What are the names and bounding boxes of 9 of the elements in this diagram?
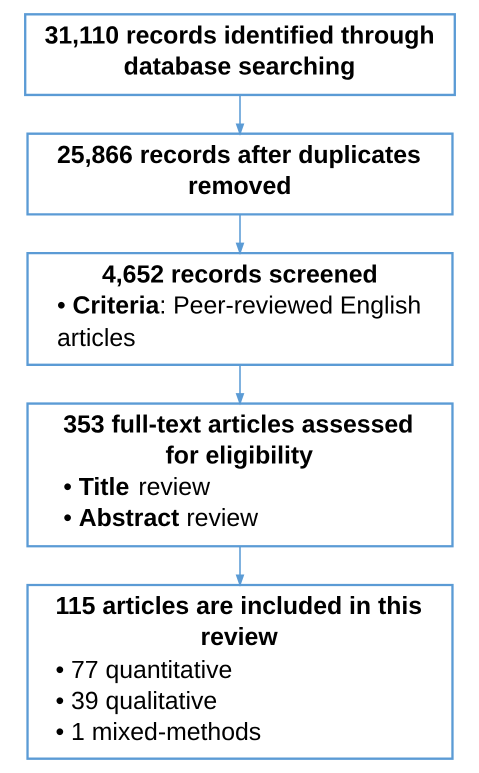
arrow bbox=[235, 546, 244, 587]
node-box: 115 articles are included in this review • 77 quantitative • 39 qualitative • 1 mixed-methods bbox=[26, 584, 454, 760]
arrow bbox=[235, 214, 244, 256]
arrow bbox=[235, 365, 244, 406]
node-box: 353 full-text articles assessed for eligibility • Title review • Abstract review bbox=[26, 402, 454, 548]
node-box: 4,652 records screened • Criteria: Peer-reviewed English articles bbox=[26, 252, 454, 366]
arrow bbox=[235, 96, 244, 136]
node-box: 25,866 records after duplicates removed bbox=[26, 132, 454, 216]
node-box: 31,110 records identified through database searching bbox=[24, 13, 456, 96]
